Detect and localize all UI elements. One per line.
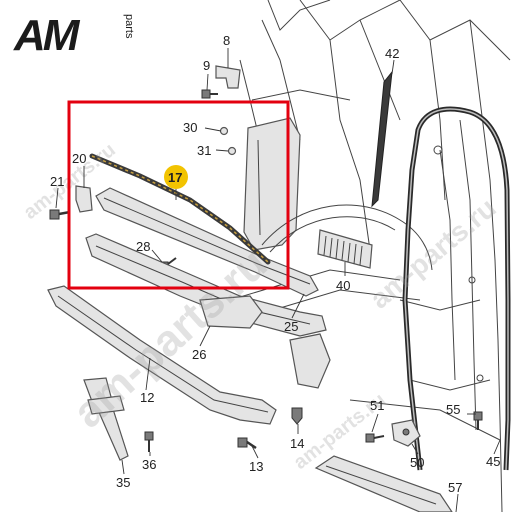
label-part-21[interactable]: 21 <box>50 174 64 189</box>
highlight-badge <box>164 165 188 189</box>
label-part-51[interactable]: 51 <box>370 398 384 413</box>
part-26-lower-sill <box>85 233 331 389</box>
part-8-bracket <box>215 65 241 89</box>
label-part-28[interactable]: 28 <box>136 239 150 254</box>
label-part-12[interactable]: 12 <box>140 390 154 405</box>
part-50-hinge <box>391 419 421 447</box>
part-57-sill-plate <box>314 455 453 512</box>
part-labels: 8 9 42 30 31 20 21 17 28 40 25 26 12 51 … <box>50 33 500 495</box>
leader-lines <box>55 48 501 512</box>
part-13-screw <box>237 437 257 450</box>
part-31-fastener <box>227 146 237 156</box>
watermark-4: am-parts.ru <box>364 192 502 315</box>
label-part-26[interactable]: 26 <box>192 347 206 362</box>
part-17-seal-strip <box>89 153 271 265</box>
label-part-45[interactable]: 45 <box>486 454 500 469</box>
label-part-40[interactable]: 40 <box>336 278 350 293</box>
part-36-screw <box>144 431 154 452</box>
part-21-screw <box>49 209 71 220</box>
part-12-trim <box>47 285 277 425</box>
part-35-bracket <box>83 377 129 461</box>
label-part-50[interactable]: 50 <box>410 455 424 470</box>
label-part-8[interactable]: 8 <box>223 33 230 48</box>
label-part-30[interactable]: 30 <box>183 120 197 135</box>
part-25-sill-trim <box>95 187 319 297</box>
body-structure <box>229 0 511 512</box>
part-14-clip <box>291 407 303 425</box>
label-part-14[interactable]: 14 <box>290 436 304 451</box>
label-part-9[interactable]: 9 <box>203 58 210 73</box>
label-part-17[interactable]: 17 <box>168 170 182 185</box>
am-parts-logo: AM parts <box>13 11 135 60</box>
label-part-35[interactable]: 35 <box>116 475 130 490</box>
part-40-grille <box>317 229 373 269</box>
part-9-screw <box>201 89 218 99</box>
part-55-screw <box>473 411 483 430</box>
label-part-31[interactable]: 31 <box>197 143 211 158</box>
part-42-strip <box>371 70 393 208</box>
label-part-57[interactable]: 57 <box>448 480 462 495</box>
label-part-25[interactable]: 25 <box>284 319 298 334</box>
label-part-13[interactable]: 13 <box>249 459 263 474</box>
label-part-55[interactable]: 55 <box>446 402 460 417</box>
logo-letters: AM <box>13 11 81 60</box>
logo-sub: parts <box>123 14 135 39</box>
label-part-36[interactable]: 36 <box>142 457 156 472</box>
label-part-42[interactable]: 42 <box>385 46 399 61</box>
label-part-20[interactable]: 20 <box>72 151 86 166</box>
part-20-clip <box>75 185 93 213</box>
part-51-screw <box>365 433 385 443</box>
highlight-box <box>67 100 290 290</box>
part-30-fastener <box>219 126 229 136</box>
